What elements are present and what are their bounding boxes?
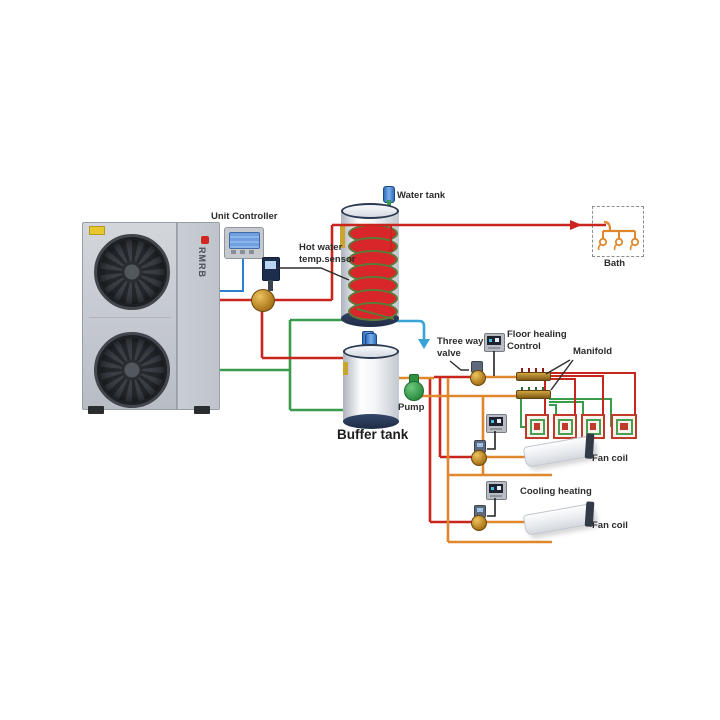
brand-mark-icon — [201, 236, 209, 244]
floor-heating-loop — [525, 414, 549, 439]
vent-stub — [387, 200, 391, 206]
flow-arrow-icon — [570, 220, 582, 230]
floor-heating-loop — [553, 414, 577, 439]
tank-sticker — [343, 362, 348, 375]
water-tank-label: Water tank — [397, 190, 446, 201]
manifold-supply — [516, 372, 551, 381]
unit-controller[interactable] — [224, 227, 264, 259]
controller-wire — [219, 258, 244, 292]
heat-pump-unit: RMRB — [82, 222, 220, 410]
fan-coil-controller[interactable] — [486, 414, 507, 433]
floor-heating-controller[interactable] — [484, 333, 505, 352]
unit-controller-label: Unit Controller — [211, 211, 278, 222]
brand-text: RMRB — [197, 247, 207, 278]
actuator-display — [265, 261, 276, 269]
floor-heating-control-label-line2: Control — [507, 340, 541, 352]
fan-coil-unit — [522, 433, 596, 468]
valve-icon — [471, 515, 487, 531]
floor-heating-control-label-line1: Floor healing — [507, 329, 567, 340]
pump-label: Pump — [398, 402, 425, 413]
heat-pump-label-sticker — [89, 226, 105, 235]
hot-water-sensor-label: Hot water temp.sensor — [299, 242, 356, 265]
manifold-return — [516, 390, 551, 399]
fan-coil-label-upper: Fan coil — [592, 453, 628, 464]
pump-icon — [404, 381, 424, 401]
heat-pump-foot — [88, 406, 104, 414]
cold-water-pipes — [396, 319, 430, 349]
three-way-valve-label-line2: valve — [437, 347, 461, 359]
hot-water-sensor-label-line2: temp.sensor — [299, 253, 356, 265]
controller-buttons[interactable] — [231, 250, 257, 254]
three-way-valve-label: Three way valve — [437, 336, 483, 359]
bath-zone — [592, 206, 644, 257]
floor-heating-control-label: Floor healing Control — [507, 329, 567, 352]
cold-water-arrow-icon — [418, 339, 430, 349]
fan-coil-label-lower: Fan coil — [592, 520, 628, 531]
brand-logo: RMRB — [197, 236, 213, 278]
cooling-heating-label: Cooling heating — [520, 486, 592, 497]
valve-icon — [251, 289, 275, 312]
buffer-tank-bottom-rim — [343, 414, 399, 429]
water-tank-top-rim — [341, 203, 399, 219]
valve-icon — [471, 450, 487, 466]
hot-water-pipes — [218, 225, 636, 524]
controller-screen — [229, 232, 260, 249]
fan-icon — [94, 234, 170, 310]
valve-actuator — [262, 257, 280, 291]
buffer-tank-label: Buffer tank — [337, 427, 409, 442]
panel-seam — [89, 317, 171, 318]
buffer-tank-top-rim — [343, 344, 399, 359]
fan-coil-unit — [522, 501, 596, 536]
tank-sticker — [340, 226, 345, 248]
three-way-valve-label-line1: Three way — [437, 336, 484, 347]
heating-coil-icon — [343, 224, 398, 324]
hot-water-sensor-label-line1: Hot water — [299, 242, 343, 253]
three-way-valve-icon — [470, 370, 486, 386]
bath-label: Bath — [604, 258, 626, 269]
heat-pump-side-panel — [176, 223, 219, 409]
fan-coil-controller[interactable] — [486, 481, 507, 500]
buffer-tank-body — [343, 350, 399, 422]
actuator-stem — [268, 280, 273, 291]
heat-pump-foot — [194, 406, 210, 414]
fan-icon — [94, 332, 170, 408]
floor-heating-loop — [611, 414, 637, 439]
manifold-label: Manifold — [573, 346, 613, 357]
